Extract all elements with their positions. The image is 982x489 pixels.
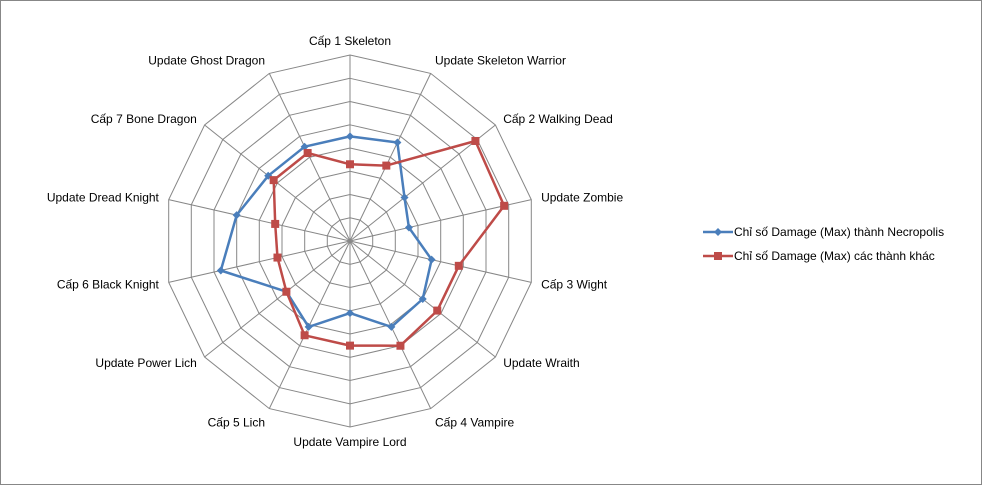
data-point — [500, 201, 509, 210]
category-label: Update Wraith — [503, 356, 579, 370]
grid-spoke — [349, 124, 496, 242]
category-label: Cấp 1 Skeleton — [309, 34, 391, 48]
data-point — [300, 142, 309, 151]
category-label: Cấp 6 Black Knight — [57, 278, 160, 292]
category-label: Cấp 3 Wight — [541, 278, 608, 292]
data-point — [400, 193, 409, 202]
category-label: Update Zombie — [541, 190, 623, 204]
data-point — [304, 322, 313, 331]
legend-label: Chỉ số Damage (Max) các thành khác — [734, 249, 935, 263]
data-point — [427, 255, 436, 264]
category-label: Cấp 4 Vampire — [435, 416, 514, 430]
data-point — [232, 211, 241, 220]
data-point — [346, 309, 354, 318]
category-label: Update Ghost Dragon — [148, 53, 265, 67]
grid-spoke — [349, 73, 432, 242]
grid-spoke — [168, 240, 351, 283]
legend-label: Chỉ số Damage (Max) thành Necropolis — [734, 225, 945, 239]
series-group — [216, 132, 436, 331]
data-point — [269, 176, 278, 185]
category-label: Update Dread Knight — [47, 190, 160, 204]
data-point — [454, 261, 463, 270]
data-point — [282, 287, 291, 296]
data-point — [346, 160, 354, 169]
legend-swatch-necropolis — [703, 228, 733, 236]
category-label: Update Vampire Lord — [293, 435, 406, 449]
data-point — [271, 219, 280, 228]
data-point — [346, 341, 354, 350]
series-lines — [216, 132, 509, 350]
grid-spoke — [268, 73, 351, 242]
data-point — [418, 294, 427, 303]
category-label: Update Skeleton Warrior — [435, 53, 566, 67]
category-label: Cấp 5 Lich — [208, 416, 265, 430]
grid-spoke — [168, 199, 351, 242]
data-point — [404, 223, 413, 232]
data-point — [387, 322, 396, 331]
legend-swatch-other-towns — [703, 252, 733, 260]
data-point — [303, 149, 312, 158]
grid-spoke — [349, 240, 532, 283]
category-label: Cấp 2 Walking Dead — [503, 112, 613, 126]
data-point — [471, 136, 480, 145]
category-label: Cấp 7 Bone Dragon — [91, 112, 197, 126]
data-point — [393, 138, 402, 147]
data-point — [382, 161, 391, 170]
data-point — [300, 331, 309, 340]
data-point — [433, 306, 442, 315]
series-line — [219, 135, 433, 329]
grid-spoke — [204, 240, 351, 358]
data-point — [216, 266, 225, 275]
category-label: Update Power Lich — [95, 356, 196, 370]
data-point — [273, 253, 282, 262]
series-line — [272, 139, 506, 347]
data-point — [396, 341, 405, 350]
data-point — [346, 132, 354, 141]
series-group — [269, 136, 509, 350]
